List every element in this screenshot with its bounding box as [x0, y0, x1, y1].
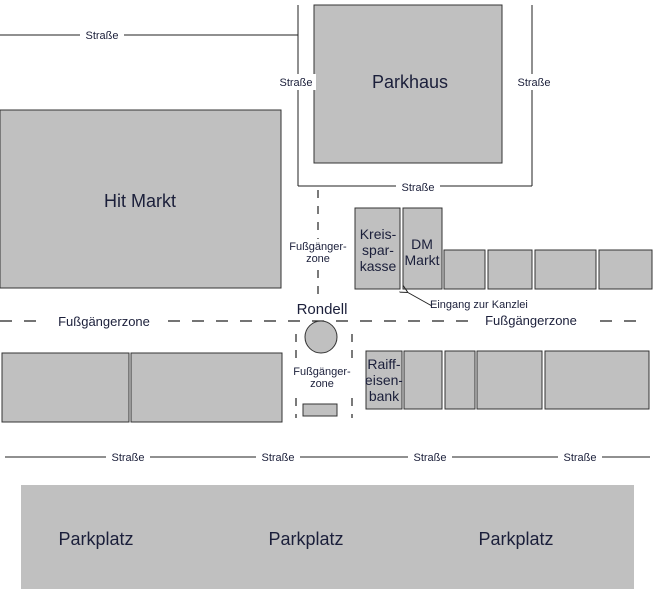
- row-building-1: [443, 249, 486, 290]
- road-label-parkhaus-right-text: Straße: [517, 77, 550, 89]
- raiffeisenbank-label-line1: Raiff-: [367, 356, 401, 372]
- pedestrian-zone-label-left: Fußgängerzone: [48, 312, 160, 330]
- entrance-arrow-icon: [407, 292, 433, 307]
- lower-row-building-1: [403, 350, 443, 410]
- pedestrian-zone-label-left-text: Fußgängerzone: [58, 314, 150, 329]
- row-building-4: [598, 249, 653, 290]
- road-label-parkhaus-bottom: Straße: [396, 179, 440, 195]
- pedestrian-zone-label-right: Fußgängerzone: [474, 312, 588, 330]
- small-bench-block: [302, 403, 338, 417]
- kreissparkasse-label-line2: spar-: [362, 242, 394, 258]
- parkhaus-label: Parkhaus: [372, 72, 448, 92]
- road-label-bottom-1: Straße: [106, 449, 150, 465]
- lower-row-building-4: [544, 350, 650, 410]
- pedestrian-zone-label-right-text: Fußgängerzone: [485, 313, 577, 328]
- dm-markt-label-line2: Markt: [405, 252, 440, 268]
- raiffeisenbank-label-line2: eisen-: [365, 372, 403, 388]
- road-label-parkhaus-left-text: Straße: [279, 77, 312, 89]
- road-label-parkhaus-right: Straße: [514, 74, 554, 90]
- raiffeisenbank-building: [365, 350, 403, 410]
- road-label-bottom-3-text: Straße: [413, 452, 446, 464]
- pedestrian-zone-label-upper: Fußgänger- zone: [286, 239, 350, 265]
- road-label-bottom-2-text: Straße: [261, 452, 294, 464]
- pedestrian-zone-label-lower: Fußgänger- zone: [290, 364, 356, 390]
- road-label-top-text: Straße: [85, 30, 118, 42]
- road-label-top: Straße: [80, 27, 124, 43]
- parking-label-3: Parkplatz: [478, 529, 553, 549]
- road-label-bottom-1-text: Straße: [111, 452, 144, 464]
- lower-row-building-2: [444, 350, 476, 410]
- pedestrian-zone-label-upper-line2: zone: [306, 253, 330, 265]
- row-building-3: [534, 249, 597, 290]
- road-label-bottom-4: Straße: [558, 449, 602, 465]
- kreissparkasse-label-line3: kasse: [360, 258, 397, 274]
- parking-lot: [21, 485, 634, 589]
- road-label-bottom-2: Straße: [256, 449, 300, 465]
- road-label-bottom-4-text: Straße: [563, 452, 596, 464]
- kreissparkasse-label-line1: Kreis-: [360, 226, 397, 242]
- hit-markt-label: Hit Markt: [104, 191, 176, 211]
- pedestrian-zone-label-upper-line1: Fußgänger-: [289, 241, 347, 253]
- road-label-parkhaus-left: Straße: [276, 74, 316, 90]
- road-label-bottom-3: Straße: [408, 449, 452, 465]
- raiffeisenbank-label-line3: bank: [369, 388, 400, 404]
- dm-markt-label-line1: DM: [411, 236, 433, 252]
- road-label-parkhaus-bottom-text: Straße: [401, 182, 434, 194]
- pedestrian-zone-label-lower-line1: Fußgänger-: [293, 366, 351, 378]
- parkhaus-building: [313, 4, 503, 164]
- lower-building-1: [1, 352, 130, 423]
- entrance-label: Eingang zur Kanzlei: [430, 299, 528, 311]
- rondell-circle: [304, 320, 338, 354]
- parking-label-2: Parkplatz: [268, 529, 343, 549]
- parking-label-1: Parkplatz: [58, 529, 133, 549]
- hit-markt-building: [0, 109, 282, 289]
- lower-row-building-3: [476, 350, 543, 410]
- rondell-label: Rondell: [297, 301, 348, 318]
- kreissparkasse-building: [354, 207, 401, 290]
- dm-markt-building: [402, 207, 443, 290]
- row-building-2: [487, 249, 533, 290]
- lower-building-2: [130, 352, 283, 423]
- pedestrian-zone-label-lower-line2: zone: [310, 378, 334, 390]
